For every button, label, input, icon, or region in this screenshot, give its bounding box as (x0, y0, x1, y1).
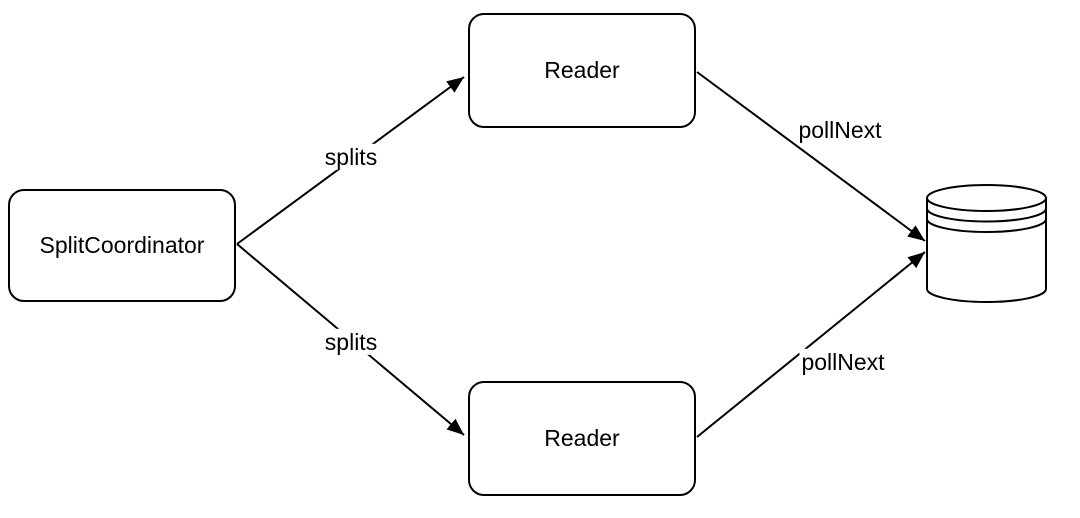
node-reader-bottom: Reader (468, 381, 696, 496)
node-reader-top: Reader (468, 13, 696, 128)
node-reader-top-label: Reader (544, 57, 620, 83)
database-cylinder-rim-1 (926, 197, 1047, 212)
edge-label-splits-bottom: splits (322, 328, 380, 356)
database-cylinder-rim-2 (926, 208, 1047, 223)
node-split-coordinator-label: SplitCoordinator (39, 232, 205, 258)
node-reader-bottom-label: Reader (544, 425, 620, 451)
edge-label-pollnext-bottom: pollNext (799, 348, 887, 376)
edge-label-splits-top: splits (322, 143, 380, 171)
node-split-coordinator: SplitCoordinator (8, 189, 236, 302)
arrow-pollnext-from-reader-bottom (696, 251, 926, 438)
database-cylinder-icon (926, 184, 1047, 303)
edge-label-pollnext-top: pollNext (796, 116, 884, 144)
database-cylinder-rim-3 (926, 218, 1047, 233)
database-cylinder-body (926, 184, 1047, 303)
arrow-pollnext-from-reader-top (696, 71, 926, 242)
